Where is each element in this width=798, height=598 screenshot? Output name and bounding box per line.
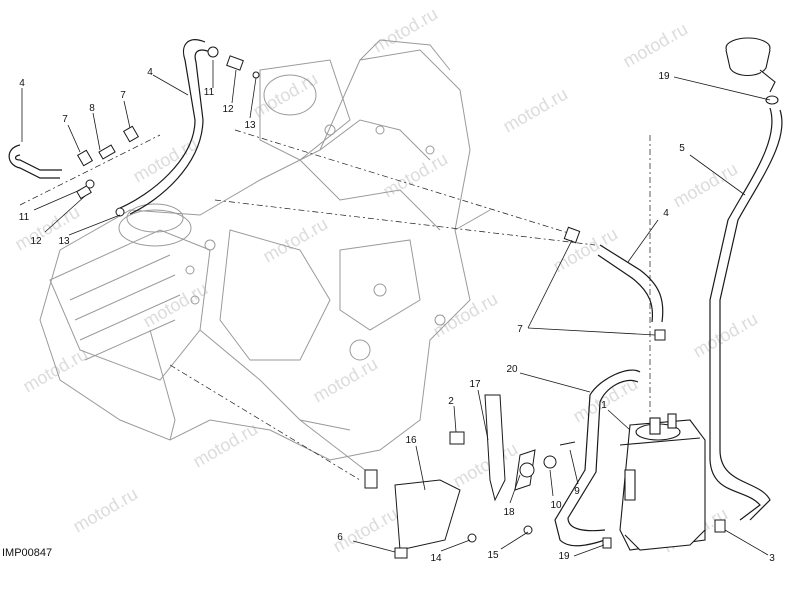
callout-9: 9 <box>574 486 580 497</box>
callout-7: 7 <box>120 90 126 101</box>
callout-13: 13 <box>244 120 256 131</box>
callout-20: 20 <box>506 364 518 375</box>
callout-7: 7 <box>62 114 68 125</box>
callout-1: 1 <box>601 400 607 411</box>
callout-4: 4 <box>147 67 153 78</box>
callout-10: 10 <box>550 500 562 511</box>
callout-2: 2 <box>448 396 454 407</box>
routing-lines <box>19 129 651 481</box>
callout-3: 3 <box>769 553 775 564</box>
callout-11: 11 <box>204 87 215 98</box>
valve-cap <box>725 37 779 105</box>
callout-5: 5 <box>679 143 685 154</box>
callout-18: 18 <box>503 507 515 518</box>
hose-right-5 <box>709 107 783 521</box>
callout-8: 8 <box>89 103 95 114</box>
callout-4: 4 <box>663 208 669 219</box>
leader-lines <box>21 60 771 557</box>
callout-17: 17 <box>469 379 481 390</box>
callout-6: 6 <box>337 532 343 543</box>
callouts: 4 4 4 8 7 7 7 11 11 12 12 13 13 19 19 5 … <box>19 67 775 564</box>
callout-15: 15 <box>487 550 499 561</box>
callout-19: 19 <box>558 551 570 562</box>
drawing-reference: IMP00847 <box>2 547 53 559</box>
engine-outline <box>39 39 491 471</box>
callout-12: 12 <box>222 104 234 115</box>
callout-4: 4 <box>19 78 25 89</box>
callout-12: 12 <box>30 236 42 247</box>
fittings <box>76 46 726 559</box>
callout-7: 7 <box>517 324 523 335</box>
callout-11: 11 <box>19 212 30 223</box>
hose-20 <box>554 369 641 547</box>
hose-top-4 <box>119 39 211 215</box>
canister-1 <box>619 413 706 551</box>
hose-left-4 <box>8 144 62 179</box>
callout-13: 13 <box>58 236 70 247</box>
callout-14: 14 <box>430 553 442 564</box>
callout-16: 16 <box>405 435 417 446</box>
hose-mid-4 <box>597 244 664 323</box>
callout-19: 19 <box>658 71 670 82</box>
